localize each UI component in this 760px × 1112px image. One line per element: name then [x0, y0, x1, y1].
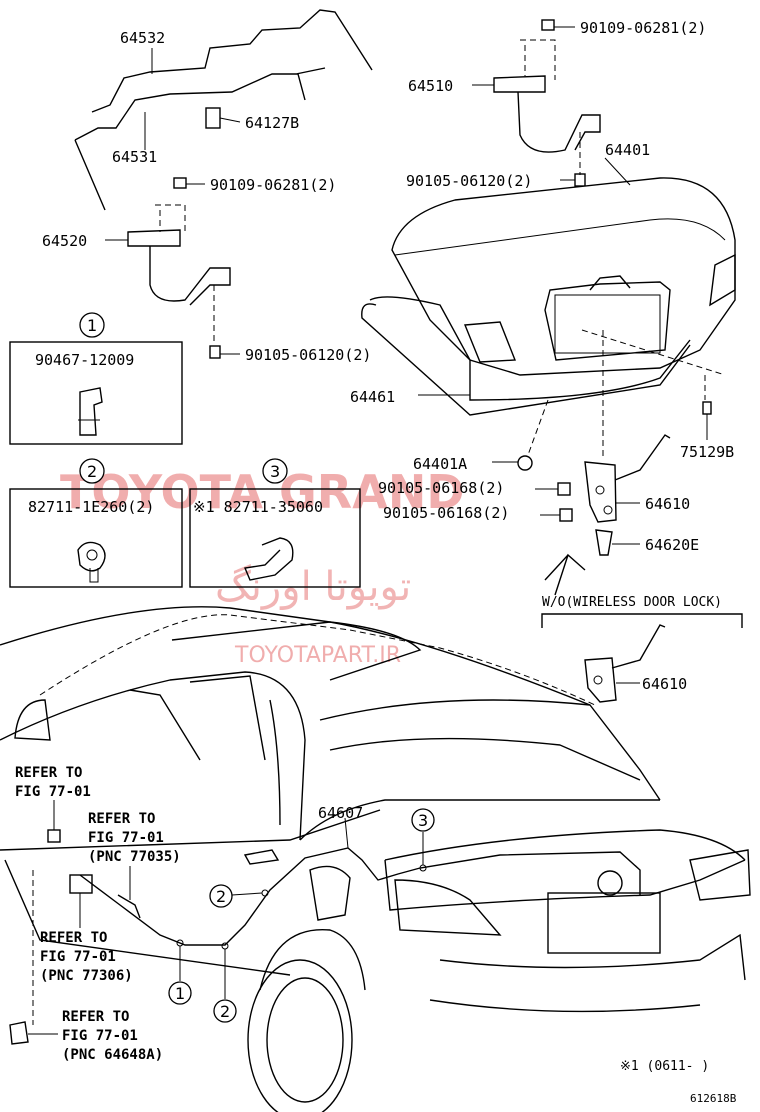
refer-1-line1: REFER TO: [15, 765, 82, 781]
hinge-64510-icon: [493, 39, 601, 175]
refer-3-line1: REFER TO: [40, 930, 107, 946]
label-64510: 64510: [408, 77, 453, 95]
label-64531: 64531: [112, 148, 157, 166]
watermark-brand: TOYOTA GRAND: [60, 465, 465, 519]
label-64401: 64401: [605, 141, 650, 159]
refer-3-line3: (PNC 77306): [40, 968, 133, 984]
refer-2-line2: FIG 77-01: [88, 830, 164, 846]
car-body: [0, 606, 751, 1112]
refer-2-line1: REFER TO: [88, 811, 155, 827]
refer-3-line2: FIG 77-01: [40, 949, 116, 965]
box3-number: 3: [270, 462, 280, 481]
detail-box-2: 2 82711-1E260(2): [9, 458, 183, 588]
bolt-icon: [541, 19, 575, 31]
label-wo-wireless: W/O(WIRELESS DOOR LOCK): [542, 595, 722, 610]
watermark-url: TOYOTAPART.IR: [234, 643, 401, 668]
figure-id: 612618B: [690, 1092, 737, 1105]
box1-number: 1: [87, 316, 97, 335]
callout-2-lower: 2: [220, 1002, 230, 1021]
label-75129B: 75129B: [680, 443, 734, 461]
label-90105-left: 90105-06120(2): [245, 346, 371, 364]
clip-64127B-icon: [205, 107, 241, 129]
detail-box-3: 3 ※1 82711-35060: [189, 458, 361, 588]
box3-part: ※1 82711-35060: [193, 498, 323, 516]
label-90109-right: 90109-06281(2): [580, 19, 706, 37]
refer-4-line1: REFER TO: [62, 1009, 129, 1025]
torsion-bar-64531: [74, 67, 326, 211]
label-64401A: 64401A: [413, 455, 467, 473]
bolt-icon: [173, 177, 205, 189]
box1-part: 90467-12009: [35, 351, 134, 369]
trunk-lid-64401: [361, 177, 736, 416]
label-64607: 64607: [318, 804, 363, 822]
label-90105-right: 90105-06120(2): [406, 172, 532, 190]
box2-number: 2: [87, 462, 97, 481]
refer-4-line2: FIG 77-01: [62, 1028, 138, 1044]
label-64461: 64461: [350, 388, 395, 406]
torsion-bar-64532: [91, 9, 373, 113]
label-64610-main: 64610: [645, 495, 690, 513]
box2-part: 82711-1E260(2): [28, 498, 154, 516]
label-64127B: 64127B: [245, 114, 299, 132]
label-90105-06168-b: 90105-06168(2): [383, 504, 509, 522]
refer-1-line2: FIG 77-01: [15, 784, 91, 800]
refer-4-line3: (PNC 64648A): [62, 1047, 163, 1063]
label-90109-left: 90109-06281(2): [210, 176, 336, 194]
detail-box-1: 1 90467-12009: [9, 312, 183, 445]
label-64610-alt: 64610: [642, 675, 687, 693]
trunk-lock-64610-icon: [584, 434, 671, 523]
label-90105-06168-a: 90105-06168(2): [378, 479, 504, 497]
label-64520: 64520: [42, 232, 87, 250]
hinge-64520-icon: [127, 204, 231, 345]
callout-2-upper: 2: [216, 887, 226, 906]
footnote: ※1 (0611- ): [620, 1059, 709, 1074]
label-64620E: 64620E: [645, 536, 699, 554]
refer-2-line3: (PNC 77035): [88, 849, 181, 865]
label-64532: 64532: [120, 29, 165, 47]
callout-3-upper: 3: [418, 811, 428, 830]
callout-1-lower: 1: [175, 984, 185, 1003]
trunk-lock-alt-icon: [584, 624, 666, 703]
